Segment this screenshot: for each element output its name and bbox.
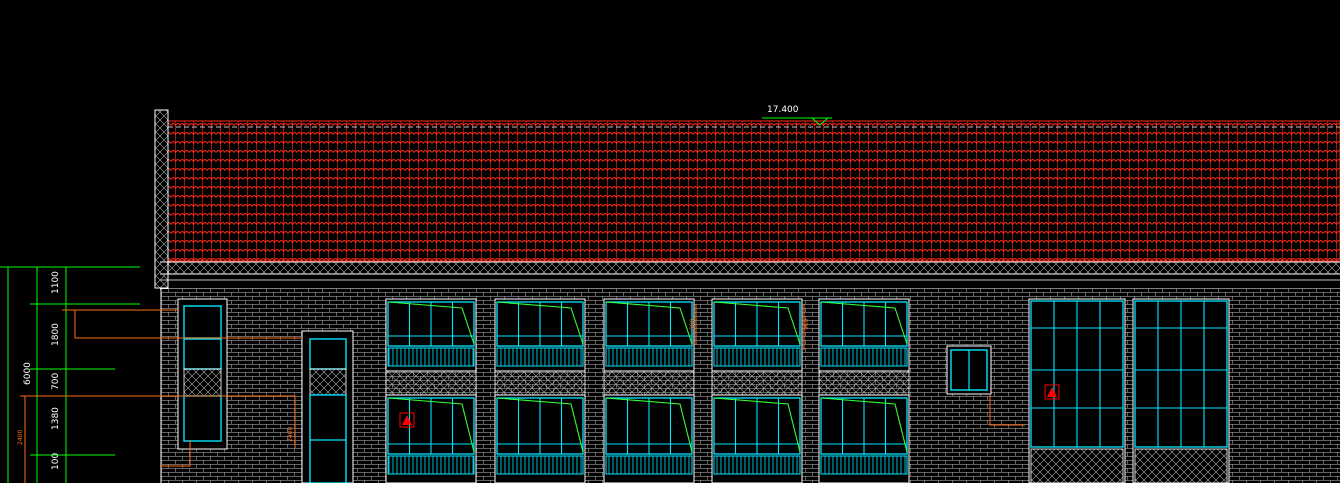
small-window bbox=[946, 345, 992, 395]
roof bbox=[167, 120, 1340, 262]
large-window bbox=[1132, 298, 1230, 483]
elevation-mark: 17.400 bbox=[762, 105, 832, 126]
dimension-segment-4: 1380 bbox=[51, 407, 61, 430]
eave-band bbox=[160, 261, 1340, 290]
dimension-segment-3: 700 bbox=[51, 373, 61, 390]
dimension-segment-2: 1800 bbox=[51, 323, 61, 346]
large-window bbox=[1028, 298, 1126, 483]
dimension-sub-left: 2400 bbox=[17, 430, 24, 445]
elevation-label: 17.400 bbox=[767, 105, 799, 115]
red-triangle-icon bbox=[1044, 384, 1060, 400]
gable-wall-edge bbox=[154, 109, 169, 289]
balcony-group bbox=[385, 298, 910, 483]
dimension-segment-1: 1100 bbox=[51, 271, 61, 294]
dimension-segment-5: 100 bbox=[51, 453, 61, 470]
balcony-bay bbox=[603, 298, 695, 483]
dimension-chain-left: 6000 1100 1800 700 1380 100 2400 2400 bbox=[0, 266, 1025, 483]
dimension-balcony-b: 900 bbox=[803, 318, 810, 330]
balcony-bay bbox=[711, 298, 803, 483]
dimension-window-mid: 2400 bbox=[287, 427, 294, 442]
balcony-bay bbox=[494, 298, 586, 483]
dimension-balcony-a: 900 bbox=[689, 318, 696, 330]
balcony-bay bbox=[818, 298, 910, 483]
narrow-window-left bbox=[177, 298, 228, 450]
balcony-dimension-marks: 900 900 bbox=[689, 304, 810, 350]
door bbox=[301, 330, 354, 483]
dimension-total: 6000 bbox=[23, 362, 33, 385]
balcony-bay bbox=[385, 298, 477, 483]
red-triangle-icon bbox=[399, 412, 415, 428]
